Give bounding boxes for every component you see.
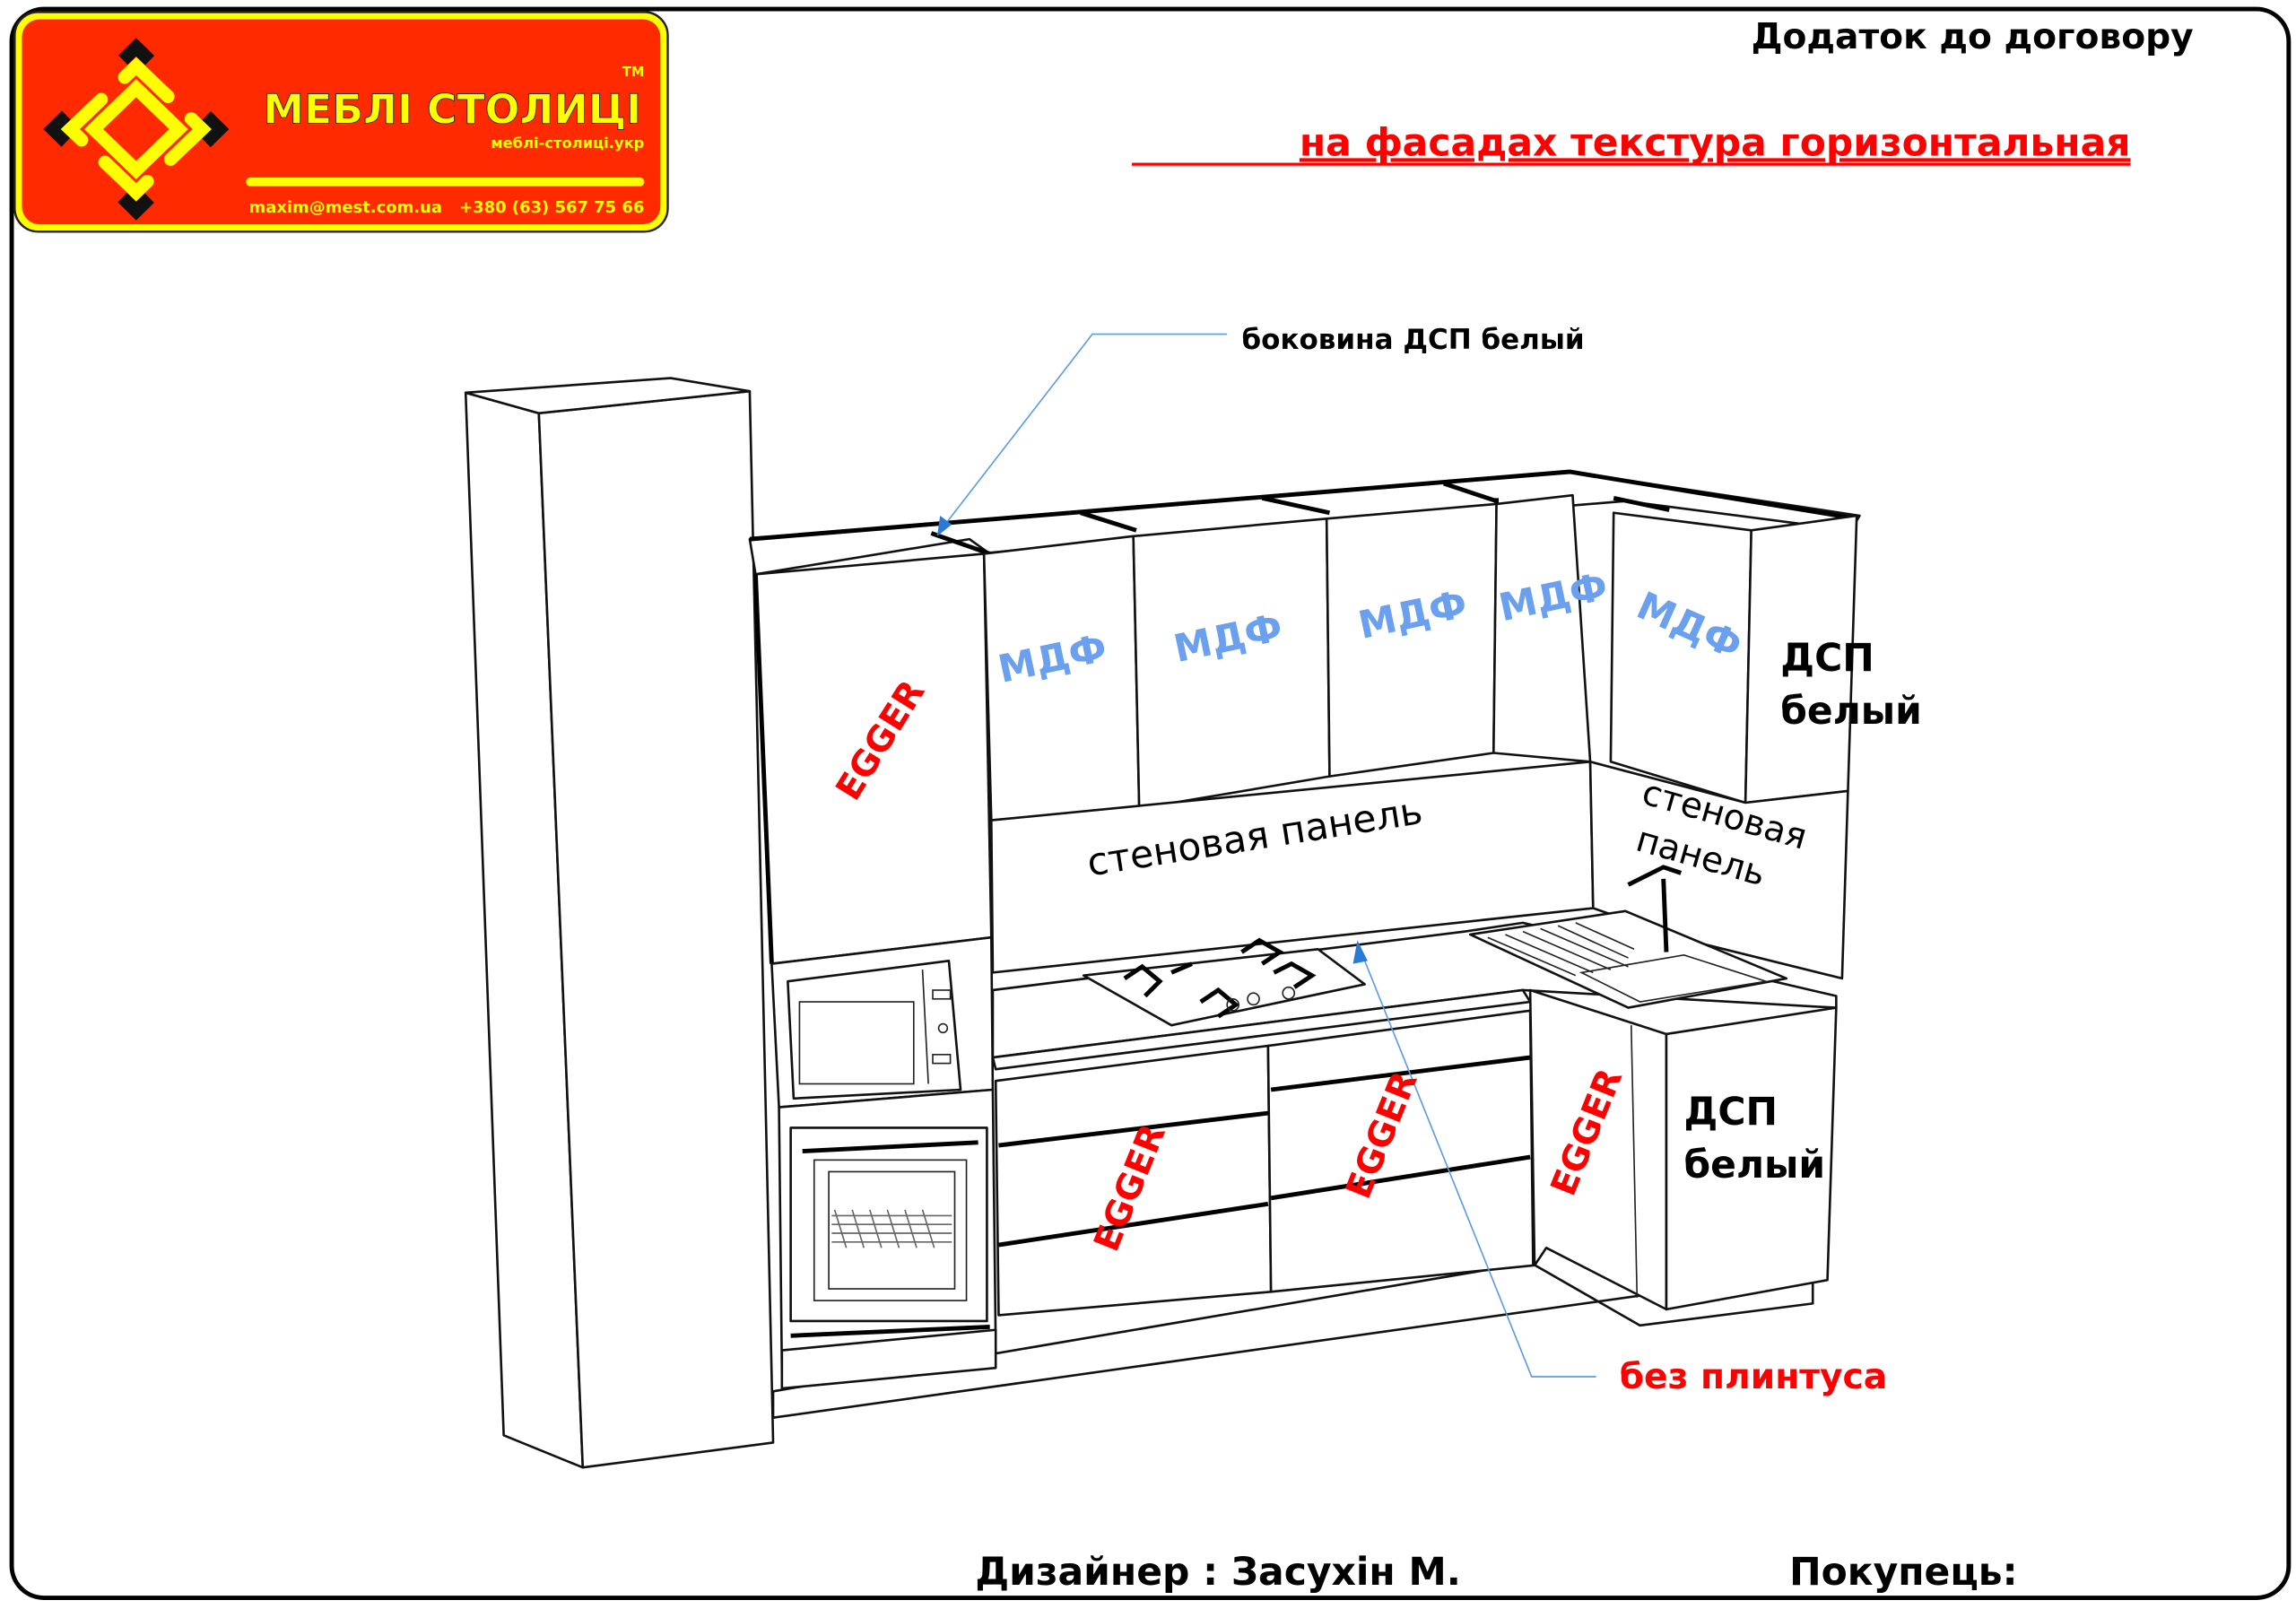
logo-website[interactable]: меблі-столиці.укр: [491, 135, 644, 152]
plinth-leader: [1358, 945, 1596, 1378]
tall-cabinet-top: [464, 377, 752, 415]
logo-email[interactable]: maxim@mest.com.ua: [249, 198, 442, 217]
logo-trademark: TM: [622, 65, 645, 80]
oven-icon: [789, 1126, 990, 1338]
base-handle-left-2: [998, 1201, 1269, 1248]
logo-brand-name: МЕБЛІ СТОЛИЦІ: [264, 85, 642, 133]
logo-phone[interactable]: +380 (63) 567 75 66: [459, 198, 644, 217]
base-handle-mid-1: [1270, 1055, 1531, 1092]
plinth-arrow-icon: [1352, 940, 1368, 964]
logo-divider: [246, 177, 645, 187]
base-handle-left-1: [998, 1110, 1269, 1148]
designer-signature: Дизайнер : Засухін М.: [975, 1551, 1461, 1595]
sink-icon: [1468, 865, 1788, 1009]
dsp-upper-line1: ДСП: [1780, 637, 1874, 681]
upper-front-mdf-3: [1325, 502, 1498, 778]
microwave-icon: [787, 960, 962, 1100]
dsp-upper-line2: белый: [1780, 690, 1922, 734]
oven-drawer: [780, 1328, 997, 1390]
leader-lines: [936, 333, 1596, 1378]
base-cabinet-dsp-side: [1665, 1006, 1838, 1311]
kitchen-isometric: [464, 377, 1861, 1469]
side-panel-arrow-icon: [936, 516, 952, 536]
dsp-base-line2: белый: [1684, 1144, 1826, 1187]
logo-background: [22, 19, 661, 225]
diamond-mark-icon: [43, 38, 230, 221]
base-corner-gap: [1630, 1025, 1639, 1298]
upper-cabinet-egger-edge: [753, 574, 774, 964]
side-panel-leader: [936, 333, 1228, 535]
gas-hob-icon: [1082, 937, 1366, 1027]
document-title: Додаток до договору: [1752, 17, 2194, 57]
no-plinth-label: без плинтуса: [1620, 1357, 1887, 1397]
upper-front-mdf-2: [1132, 517, 1331, 810]
side-panel-label: боковина ДСП белый: [1241, 324, 1584, 356]
base-front-middle: [1266, 1009, 1535, 1293]
brand-logo: TM МЕБЛІ СТОЛИЦІ меблі-столиці.укр maxim…: [13, 11, 669, 233]
dsp-base-line1: ДСП: [1684, 1091, 1778, 1135]
buyer-signature: Покупець:: [1789, 1551, 2018, 1595]
texture-note: на фасадах текстура горизонтальная: [1300, 121, 2131, 165]
base-handle-mid-2: [1270, 1154, 1531, 1201]
